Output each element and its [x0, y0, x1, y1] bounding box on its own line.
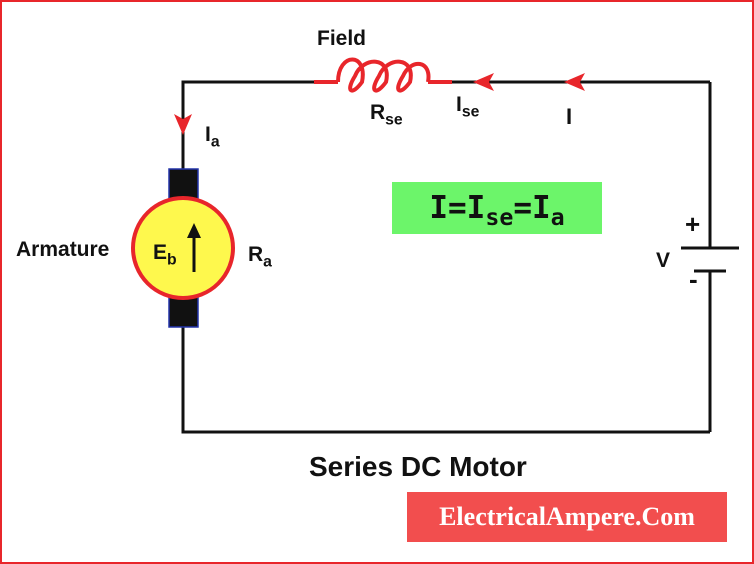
ia-sub: a [210, 133, 220, 151]
ia-main: I [205, 123, 211, 146]
ise-label: Ise [456, 93, 479, 122]
top-left-wire [181, 80, 314, 170]
battery-plus-label: + [685, 209, 701, 239]
current-formula: I=Ise=Ia [392, 182, 602, 234]
formula-sub1: se [485, 203, 514, 231]
eb-main: E [153, 241, 168, 264]
formula-sub2: a [550, 203, 565, 231]
diagram-title: Series DC Motor [309, 451, 527, 482]
eb-sub: b [167, 251, 177, 269]
i-label: I [566, 104, 573, 129]
ia-label: Ia [205, 123, 220, 152]
rse-main: R [370, 101, 386, 124]
voltage-label: V [656, 249, 671, 272]
ise-sub: se [461, 103, 480, 121]
armature-circle [131, 196, 235, 300]
i-arrow-icon [564, 73, 585, 91]
current-arrows [174, 73, 585, 135]
ise-arrow-icon [473, 73, 494, 91]
circuit-wires [181, 80, 712, 434]
battery-minus-label: - [689, 264, 698, 294]
eb-label: Eb [153, 241, 177, 270]
rse-label: Rse [370, 101, 403, 130]
formula-part2: =I [513, 190, 551, 226]
ra-label: Ra [248, 243, 272, 272]
armature-label: Armature [16, 238, 110, 261]
eb-arrow-icon [187, 223, 201, 238]
brand-watermark: ElectricalAmpere.Com [407, 492, 727, 542]
top-brush [168, 168, 199, 200]
formula-part1: I=I [429, 190, 486, 226]
field-coil-icon [314, 57, 452, 93]
ra-sub: a [263, 253, 272, 271]
bottom-wire [181, 326, 710, 434]
ise-main: I [456, 93, 462, 116]
rse-sub: se [385, 111, 403, 129]
armature-icon [131, 168, 235, 328]
ia-arrow-icon [174, 114, 192, 135]
ra-main: R [248, 243, 264, 266]
bottom-brush [168, 296, 199, 328]
field-label: Field [317, 27, 367, 50]
battery-icon [681, 246, 739, 273]
